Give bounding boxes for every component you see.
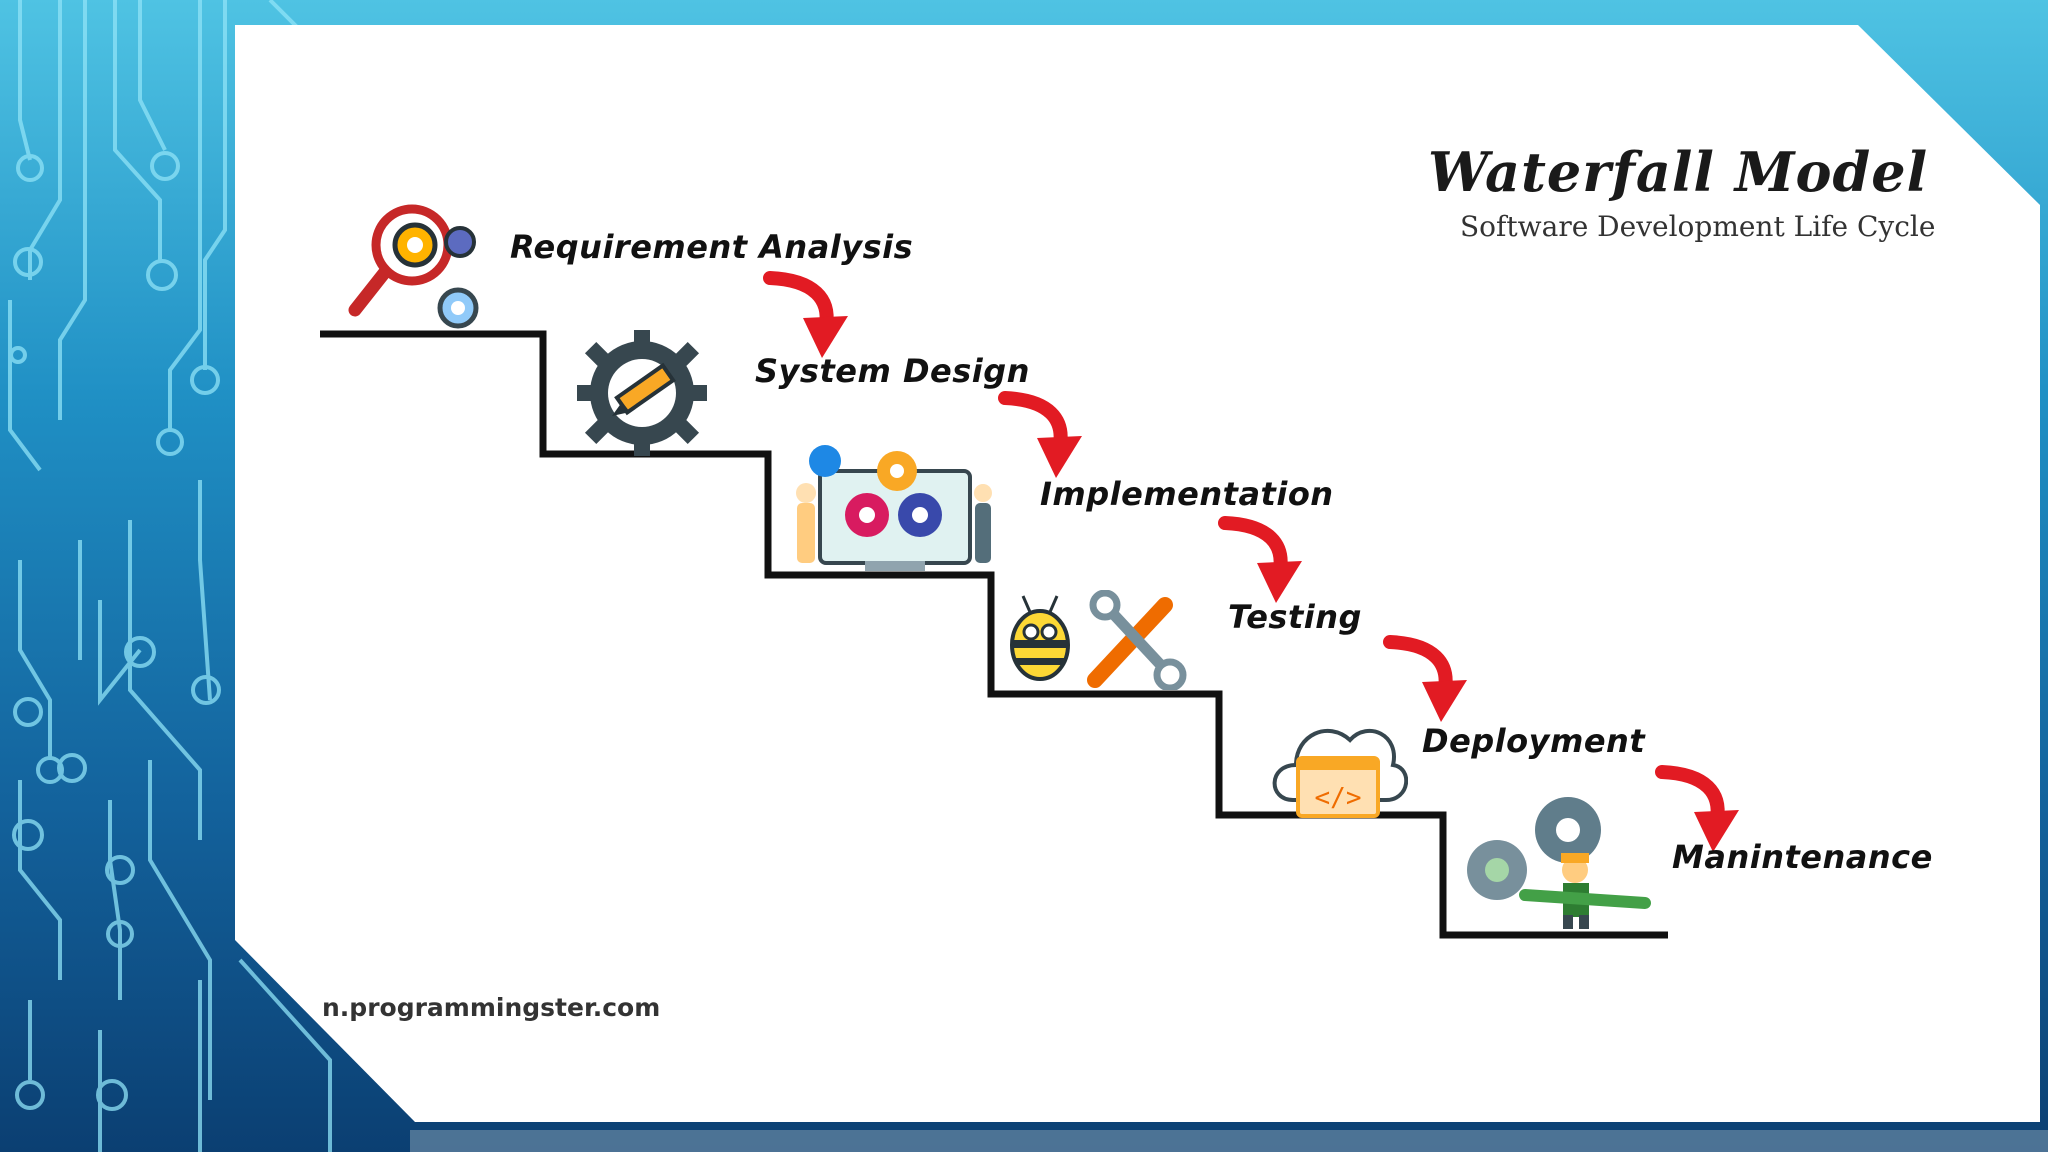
step-label-testing: Testing [1228,598,1362,636]
cloud-code-icon: </> [1272,728,1408,818]
arrow-2 [998,391,1082,478]
diagram-title: Waterfall Model [1428,140,1929,204]
step-label-requirement-analysis: Requirement Analysis [510,228,914,266]
arrow-1 [763,271,848,358]
monitor-gears-team-icon [796,445,992,571]
arrow-5 [1655,765,1739,852]
diagram-subtitle: Software Development Life Cycle [1460,210,1936,243]
bug-tools-icon [1010,590,1187,690]
source-watermark: n.programmingster.com [322,993,661,1022]
arrow-3 [1218,516,1302,603]
gear-pencil-icon [577,330,707,456]
worker-gears-wrench-icon [1467,797,1651,929]
svg-text:</>: </> [1315,783,1362,813]
step-label-implementation: Implementation [1040,475,1334,513]
stair-line [320,330,1668,939]
step-label-maintenance: Manintenance [1672,838,1933,876]
magnifier-gear-icon [348,204,479,329]
step-label-system-design: System Design [755,352,1030,390]
arrow-4 [1383,635,1467,722]
step-label-deployment: Deployment [1422,722,1646,760]
